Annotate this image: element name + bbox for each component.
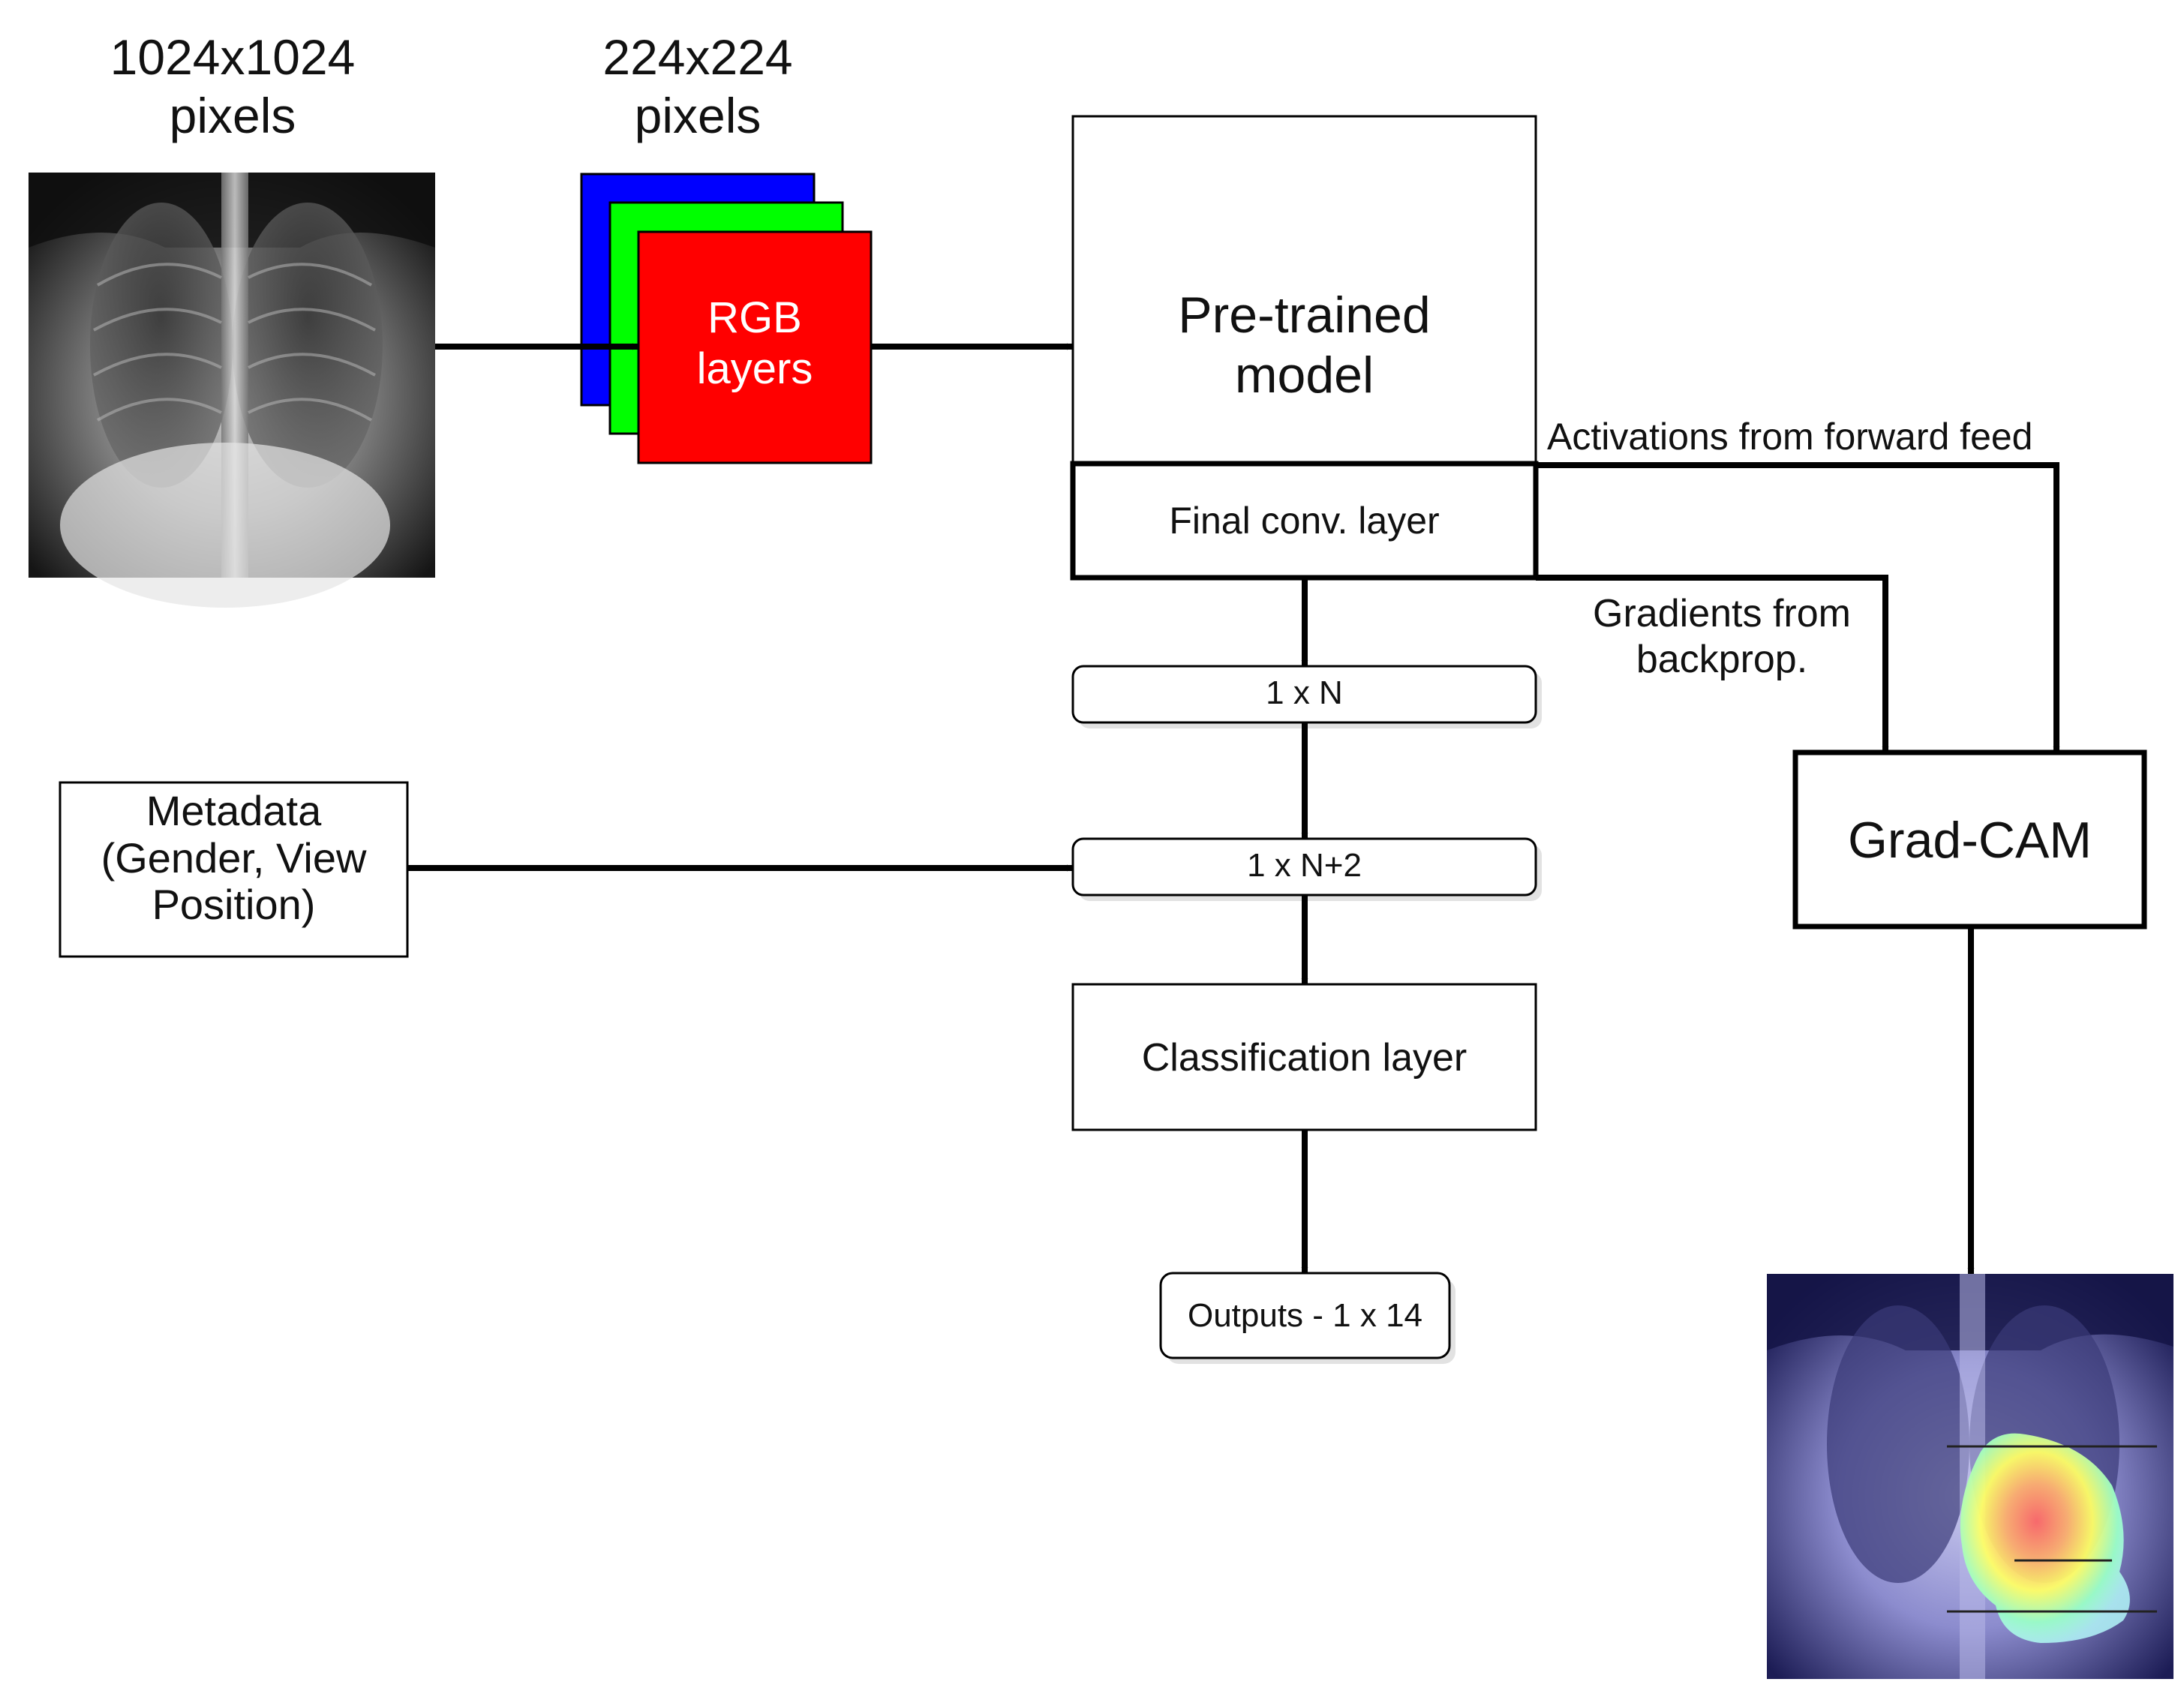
red-layer xyxy=(637,230,873,464)
input-size-label: 1024x1024 pixels xyxy=(110,29,356,143)
gradients-label: Gradients from backprop. xyxy=(1593,592,1851,682)
vector-n-label: 1 x N xyxy=(1266,674,1343,711)
gradcam-box xyxy=(1792,749,2147,930)
arrow-gradients xyxy=(1536,575,1889,753)
metadata-label: Metadata (Gender, View Position) xyxy=(101,787,367,929)
vector-n2-label: 1 x N+2 xyxy=(1247,847,1362,884)
gradcam-label: Grad-CAM xyxy=(1848,812,2092,869)
xray-image xyxy=(29,173,435,608)
final-conv-layer-box xyxy=(1070,461,1539,581)
metadata-box xyxy=(59,781,409,958)
gradcam-heatmap-image xyxy=(1767,1274,2173,1679)
rgb-layers-label: RGB layers xyxy=(696,293,813,394)
classification-layer-label: Classification layer xyxy=(1141,1036,1468,1080)
activations-label: Activations from forward feed xyxy=(1547,416,2033,458)
outputs-label: Outputs - 1 x 14 xyxy=(1187,1297,1423,1334)
pretrained-model-label: Pre-trained model xyxy=(1178,287,1431,404)
arrow-activations xyxy=(1536,462,2060,753)
classification-layer-box xyxy=(1071,983,1537,1131)
final-conv-layer-label: Final conv. layer xyxy=(1169,500,1440,542)
resized-label: 224x224 pixels xyxy=(602,29,793,143)
